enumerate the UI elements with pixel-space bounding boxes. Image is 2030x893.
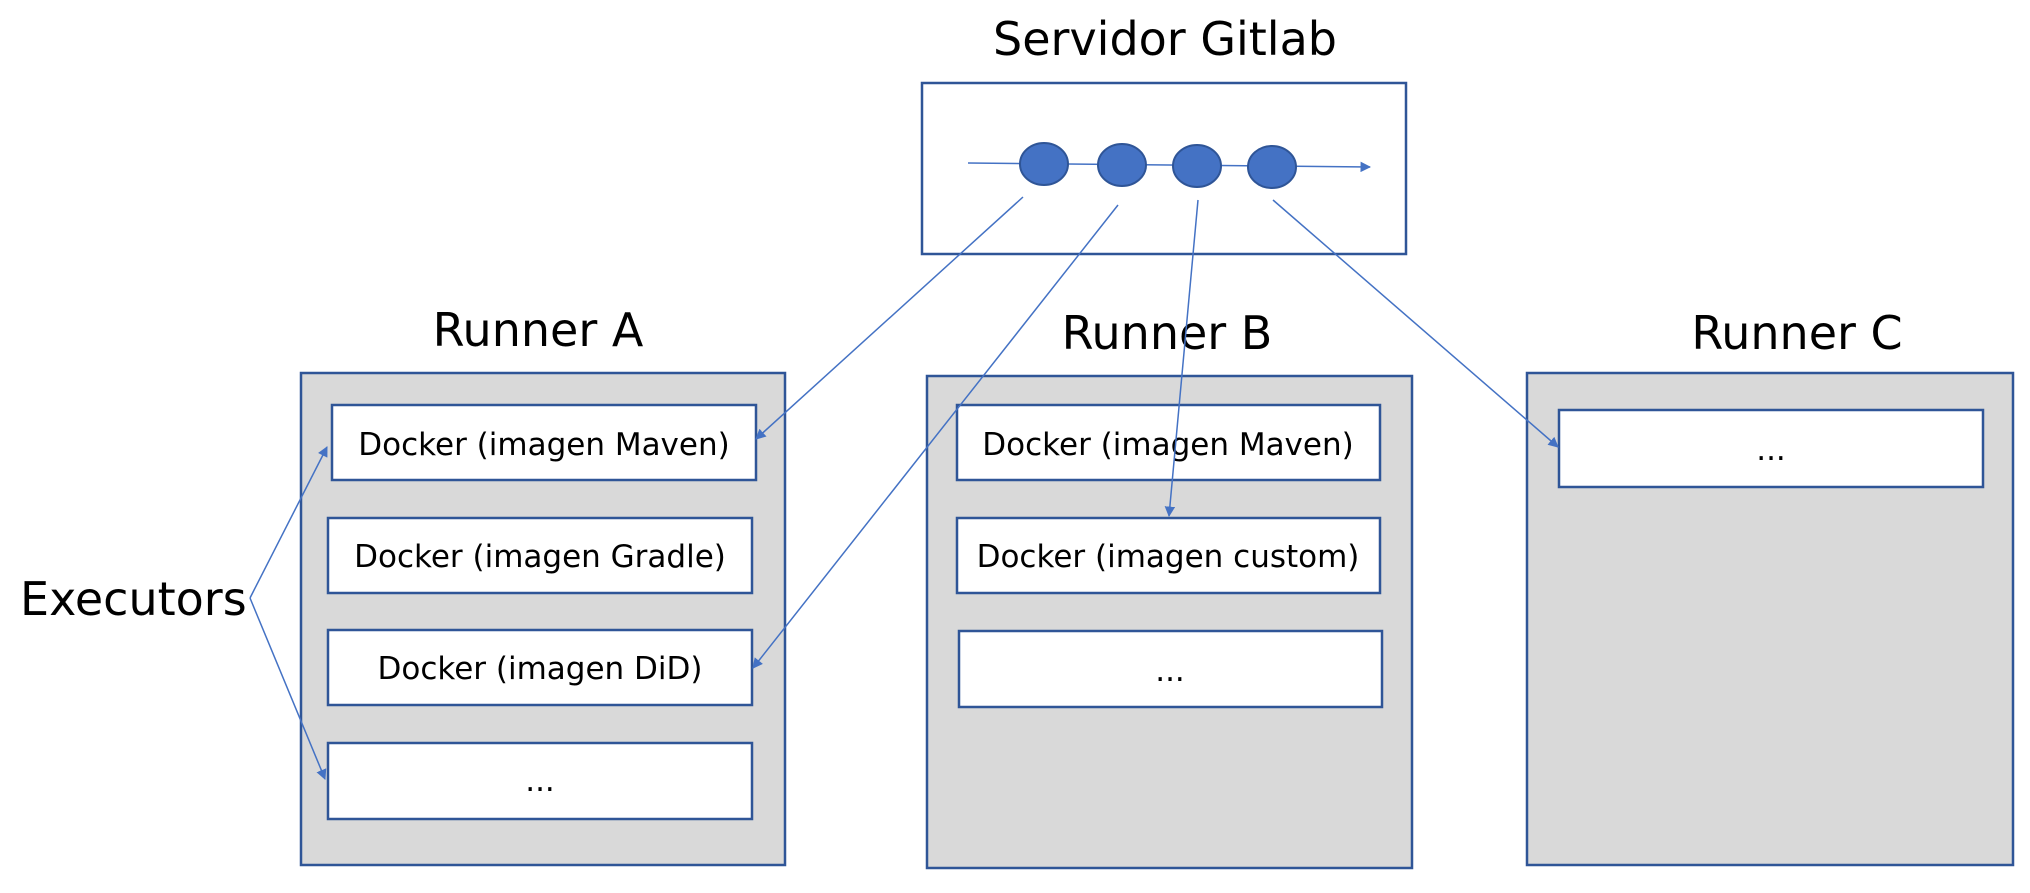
runner-a-executor-4-label: ...	[525, 763, 555, 799]
runner-b-executor-2-label: Docker (imagen custom)	[977, 539, 1360, 575]
dispatch-arrow-job2-to-runner-a-did	[752, 204, 1119, 669]
runner-a-executor-2-label: Docker (imagen Gradle)	[354, 539, 726, 575]
dispatch-arrow-job1-to-runner-a-maven	[755, 196, 1024, 440]
runner-a-executor-4	[326, 741, 754, 821]
executors-pointer-bottom	[249, 597, 327, 780]
server-box	[920, 81, 1408, 256]
server-title: Servidor Gitlab	[993, 12, 1337, 66]
runner-b-title: Runner B	[1062, 306, 1273, 360]
pipeline-job-node-3	[1172, 144, 1222, 188]
runner-a-executor-1-label: Docker (imagen Maven)	[358, 427, 729, 463]
runner-a-executor-3	[326, 628, 754, 707]
executors-pointer-top	[249, 446, 328, 599]
runner-c-title: Runner C	[1691, 306, 1902, 360]
runner-b-executor-1-label: Docker (imagen Maven)	[982, 427, 1353, 463]
runner-a-executor-2	[326, 516, 754, 595]
dispatch-arrow-job4-to-runner-c	[1272, 199, 1559, 448]
runner-b-executor-3-label: ...	[1155, 653, 1185, 689]
runner-b-executor-1	[955, 403, 1382, 482]
pipeline-job-node-4	[1247, 145, 1297, 189]
runner-c-executor-1	[1557, 408, 1985, 489]
executors-label: Executors	[20, 572, 247, 626]
runner-a-title: Runner A	[433, 303, 644, 357]
runner-c-executor-1-label: ...	[1756, 432, 1786, 468]
pipeline-job-node-2	[1097, 143, 1147, 187]
runner-b-executor-3	[957, 629, 1384, 709]
runner-a-executor-3-label: Docker (imagen DiD)	[377, 651, 702, 687]
runner-b-executor-2	[955, 516, 1382, 595]
runner-a-executor-1	[330, 403, 758, 482]
pipeline-job-node-1	[1019, 142, 1069, 186]
dispatch-arrow-job3-to-runner-b-custom	[1164, 199, 1199, 518]
